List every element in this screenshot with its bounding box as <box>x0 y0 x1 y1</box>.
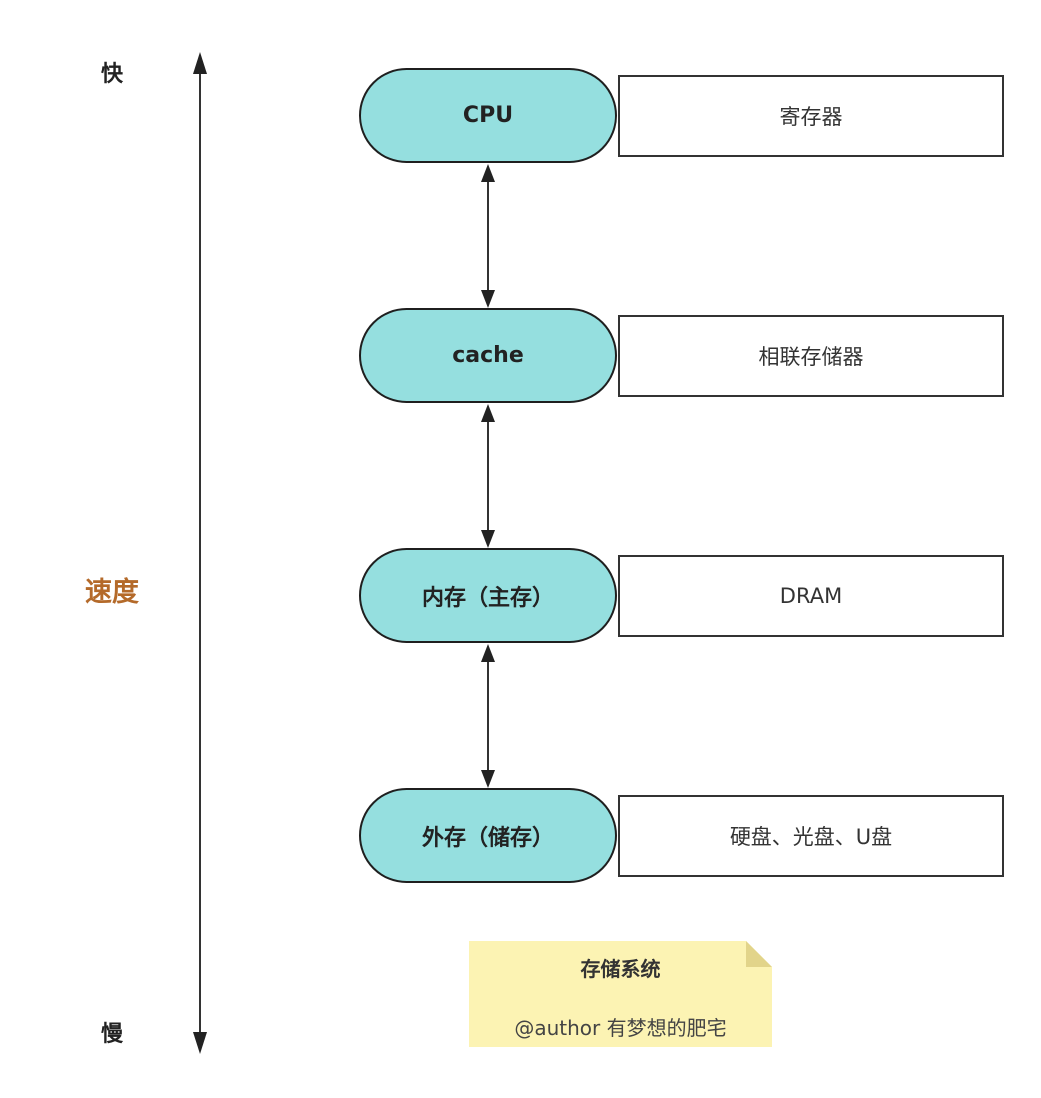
speed-axis-title: 速度 <box>85 577 139 608</box>
level-external-storage-node: 外存（储存） <box>359 788 617 883</box>
level-main-memory-node: 内存（主存） <box>359 548 617 643</box>
note-author: @author 有梦想的肥宅 <box>514 1016 727 1040</box>
level-cpu-node: CPU <box>359 68 617 163</box>
sticky-note <box>469 941 772 1047</box>
connector-memory-storage <box>481 644 495 788</box>
speed-axis-arrow <box>193 52 207 1054</box>
connector-cpu-cache <box>481 164 495 308</box>
speed-slow-label: 慢 <box>100 1022 123 1047</box>
level-main-memory-description: DRAM <box>618 555 1004 637</box>
level-cpu-description: 寄存器 <box>618 75 1004 157</box>
level-cache-node: cache <box>359 308 617 403</box>
connector-cache-memory <box>481 404 495 548</box>
level-cache-description: 相联存储器 <box>618 315 1004 397</box>
level-external-storage-description: 硬盘、光盘、U盘 <box>618 795 1004 877</box>
note-title: 存储系统 <box>580 957 661 981</box>
speed-fast-label: 快 <box>100 62 123 87</box>
